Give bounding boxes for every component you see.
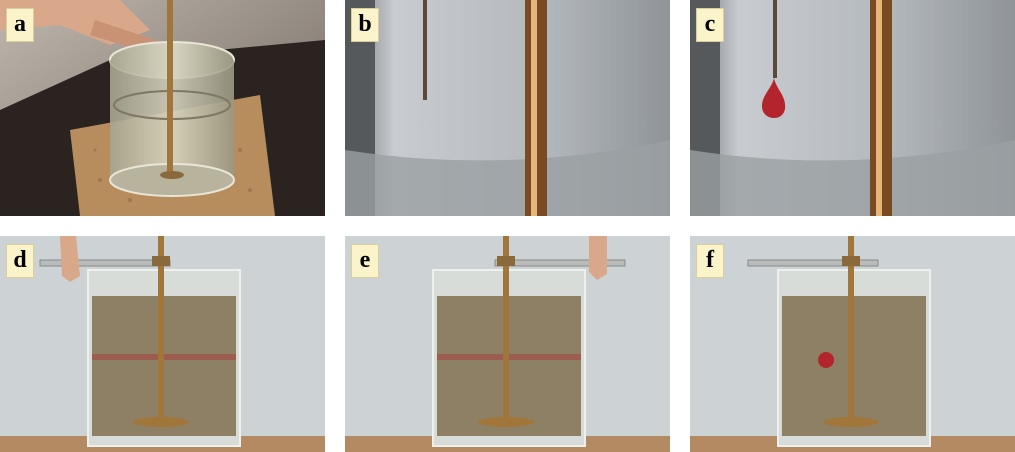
photo-rod-closeup xyxy=(345,0,670,216)
photo-panel-a: a xyxy=(0,0,325,216)
panel-label: a xyxy=(6,8,34,42)
photo-cylinder-red-drop xyxy=(690,236,1015,452)
photo-cylinder-red-band-right xyxy=(345,236,670,452)
panel-label: c xyxy=(696,8,724,42)
photo-cylinder-red-band xyxy=(0,236,325,452)
photo-red-drop-forming xyxy=(690,0,1015,216)
photo-panel-f: f xyxy=(690,236,1015,452)
panel-label: d xyxy=(6,244,34,278)
panel-label: e xyxy=(351,244,379,278)
photo-panel-b: b xyxy=(345,0,670,216)
photo-panel-d: d xyxy=(0,236,325,452)
panel-label: b xyxy=(351,8,379,42)
panel-label: f xyxy=(696,244,724,278)
photo-hand-placing-rod xyxy=(0,0,325,216)
photo-panel-e: e xyxy=(345,236,670,452)
photo-panel-c: c xyxy=(690,0,1015,216)
